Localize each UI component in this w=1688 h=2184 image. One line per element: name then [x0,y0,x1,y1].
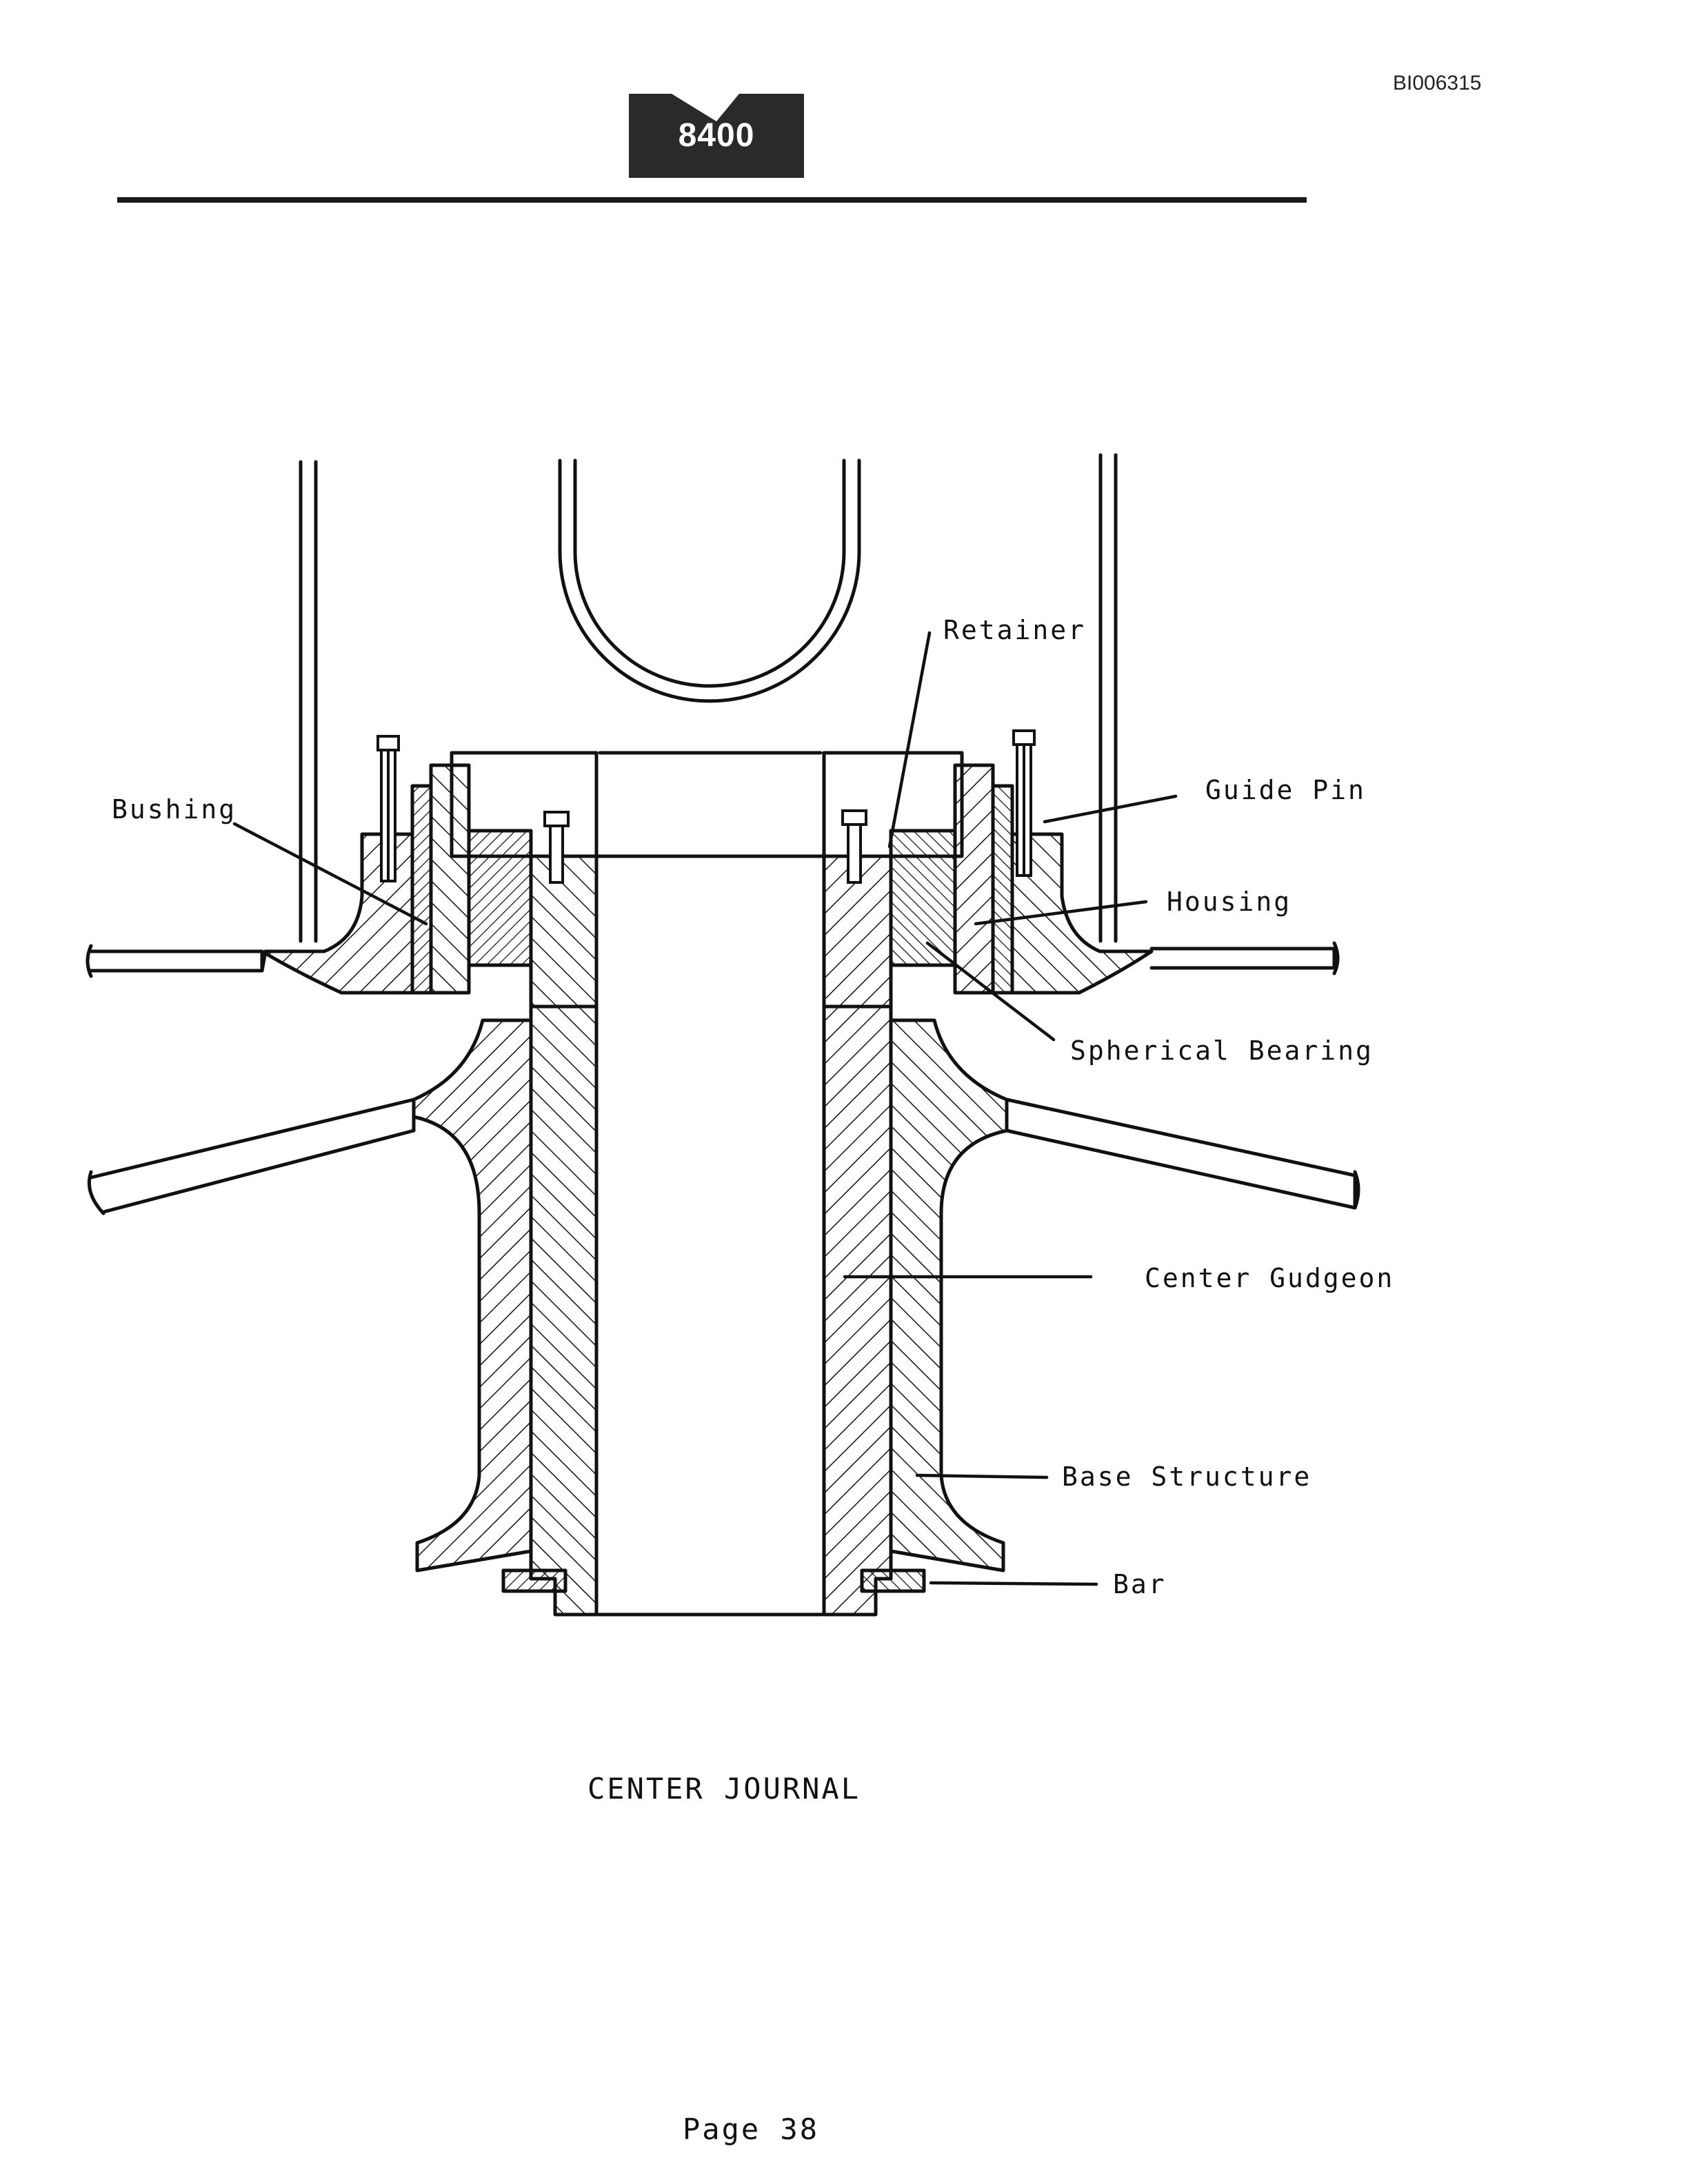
leader-bushing [232,822,428,926]
leader-housing [974,900,1148,926]
central-bore [594,751,826,1617]
base-structure-left [412,1018,533,1573]
base-structure-right [889,1018,1009,1573]
center-gudgeon-right [822,1004,893,1617]
model-logo: 8400 [629,92,804,178]
deck-plate-left [86,944,264,978]
document-id: BI006315 [1393,72,1482,94]
center-gudgeon-left [529,1004,599,1617]
guide-pin-bolt-left [376,735,400,882]
logo-badge-shape [629,94,804,178]
label-center-gudgeon: Center Gudgeon [1145,1263,1395,1293]
label-guide-pin: Guide Pin [1205,775,1366,805]
retainer-bolt-right [841,809,867,884]
leader-base-structure [915,1473,1049,1479]
leader-spherical-bearing [925,941,1056,1042]
bushing-right [991,784,1014,995]
flange-right [1010,832,1154,995]
label-base-structure: Base Structure [1062,1462,1312,1492]
frame-left-plate [299,460,318,943]
inclined-plate-right [1005,1098,1360,1210]
upper-gudgeon-right [822,854,893,1009]
label-spherical-bearing: Spherical Bearing [1070,1035,1374,1066]
leader-bar [929,1581,1098,1586]
leader-retainer [887,631,932,849]
label-housing: Housing [1167,887,1292,917]
spherical-bearing-right [889,829,957,967]
inclined-plate-left [87,1098,416,1215]
retainer-bolt-left [543,811,570,884]
label-retainer: Retainer [943,615,1087,645]
flange-left [260,832,414,995]
deck-plate-right [1149,941,1340,975]
frame-right-plate [1098,453,1118,943]
header-rule [117,197,1307,203]
label-bushing: Bushing [112,794,237,825]
bushing-left [410,784,433,995]
label-bar: Bar [1113,1569,1167,1599]
figure-caption: CENTER JOURNAL [587,1772,861,1806]
guide-pin-bolt-right [1012,729,1036,877]
bar-right [860,1568,926,1593]
housing-left [429,763,471,995]
u-cutout [558,458,861,703]
page-number: Page 38 [683,2112,820,2146]
logo-text: 8400 [678,117,755,154]
housing-right [953,763,995,995]
spherical-bearing-left [467,829,533,967]
leader-guide-pin [1043,794,1178,824]
bar-left [501,1568,567,1593]
